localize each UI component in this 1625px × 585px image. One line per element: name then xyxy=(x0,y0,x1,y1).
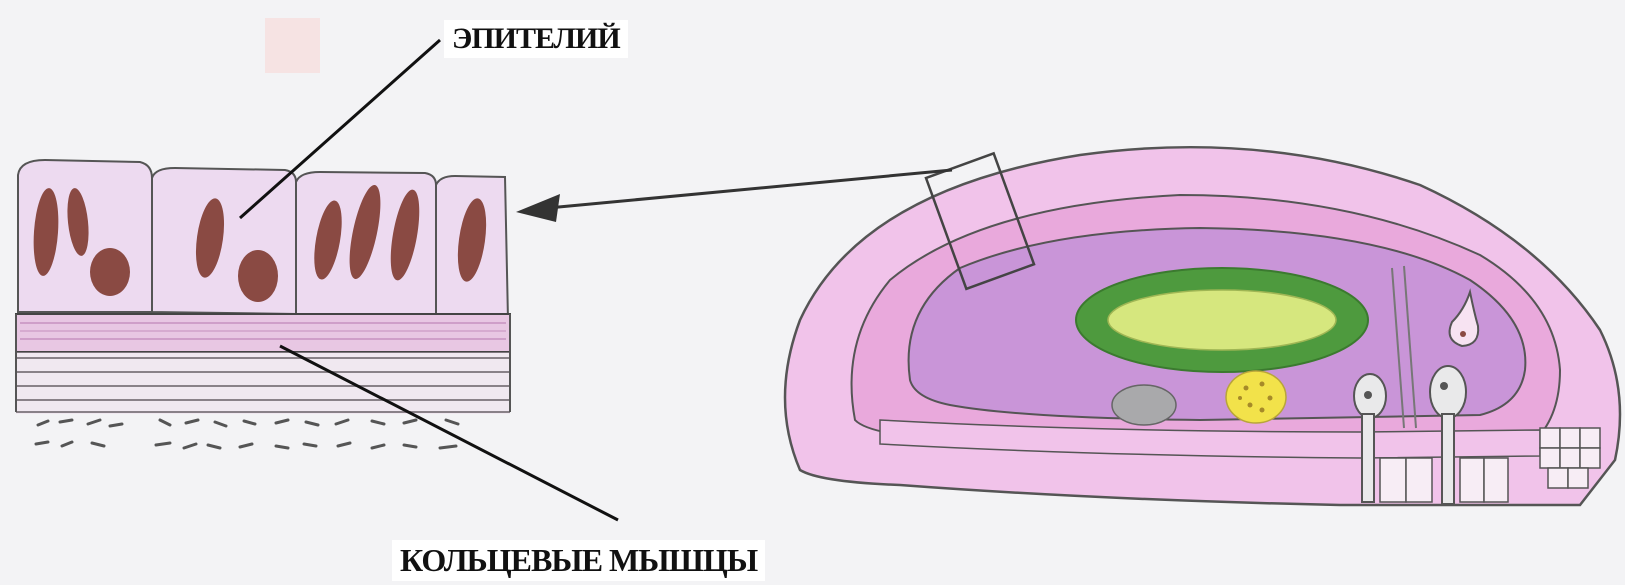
nucleus xyxy=(90,248,130,296)
worm-cross-section xyxy=(785,147,1620,505)
nucleus xyxy=(238,250,278,302)
magnified-body-wall xyxy=(16,160,510,448)
intestine-lumen xyxy=(1108,290,1336,350)
circular-muscle-band xyxy=(16,314,510,352)
gray-organ xyxy=(1112,385,1176,425)
circular-muscles-label: КОЛЬЦЕВЫЕ МЫШЦЫ xyxy=(392,540,765,581)
yellow-cell xyxy=(1226,371,1286,423)
connective-tissue xyxy=(36,420,458,448)
background-smudge xyxy=(265,18,320,73)
epithelial-cell-2 xyxy=(152,168,296,314)
arrow-left-icon xyxy=(516,170,952,222)
epithelium-label: ЭПИТЕЛИЙ xyxy=(444,20,628,58)
